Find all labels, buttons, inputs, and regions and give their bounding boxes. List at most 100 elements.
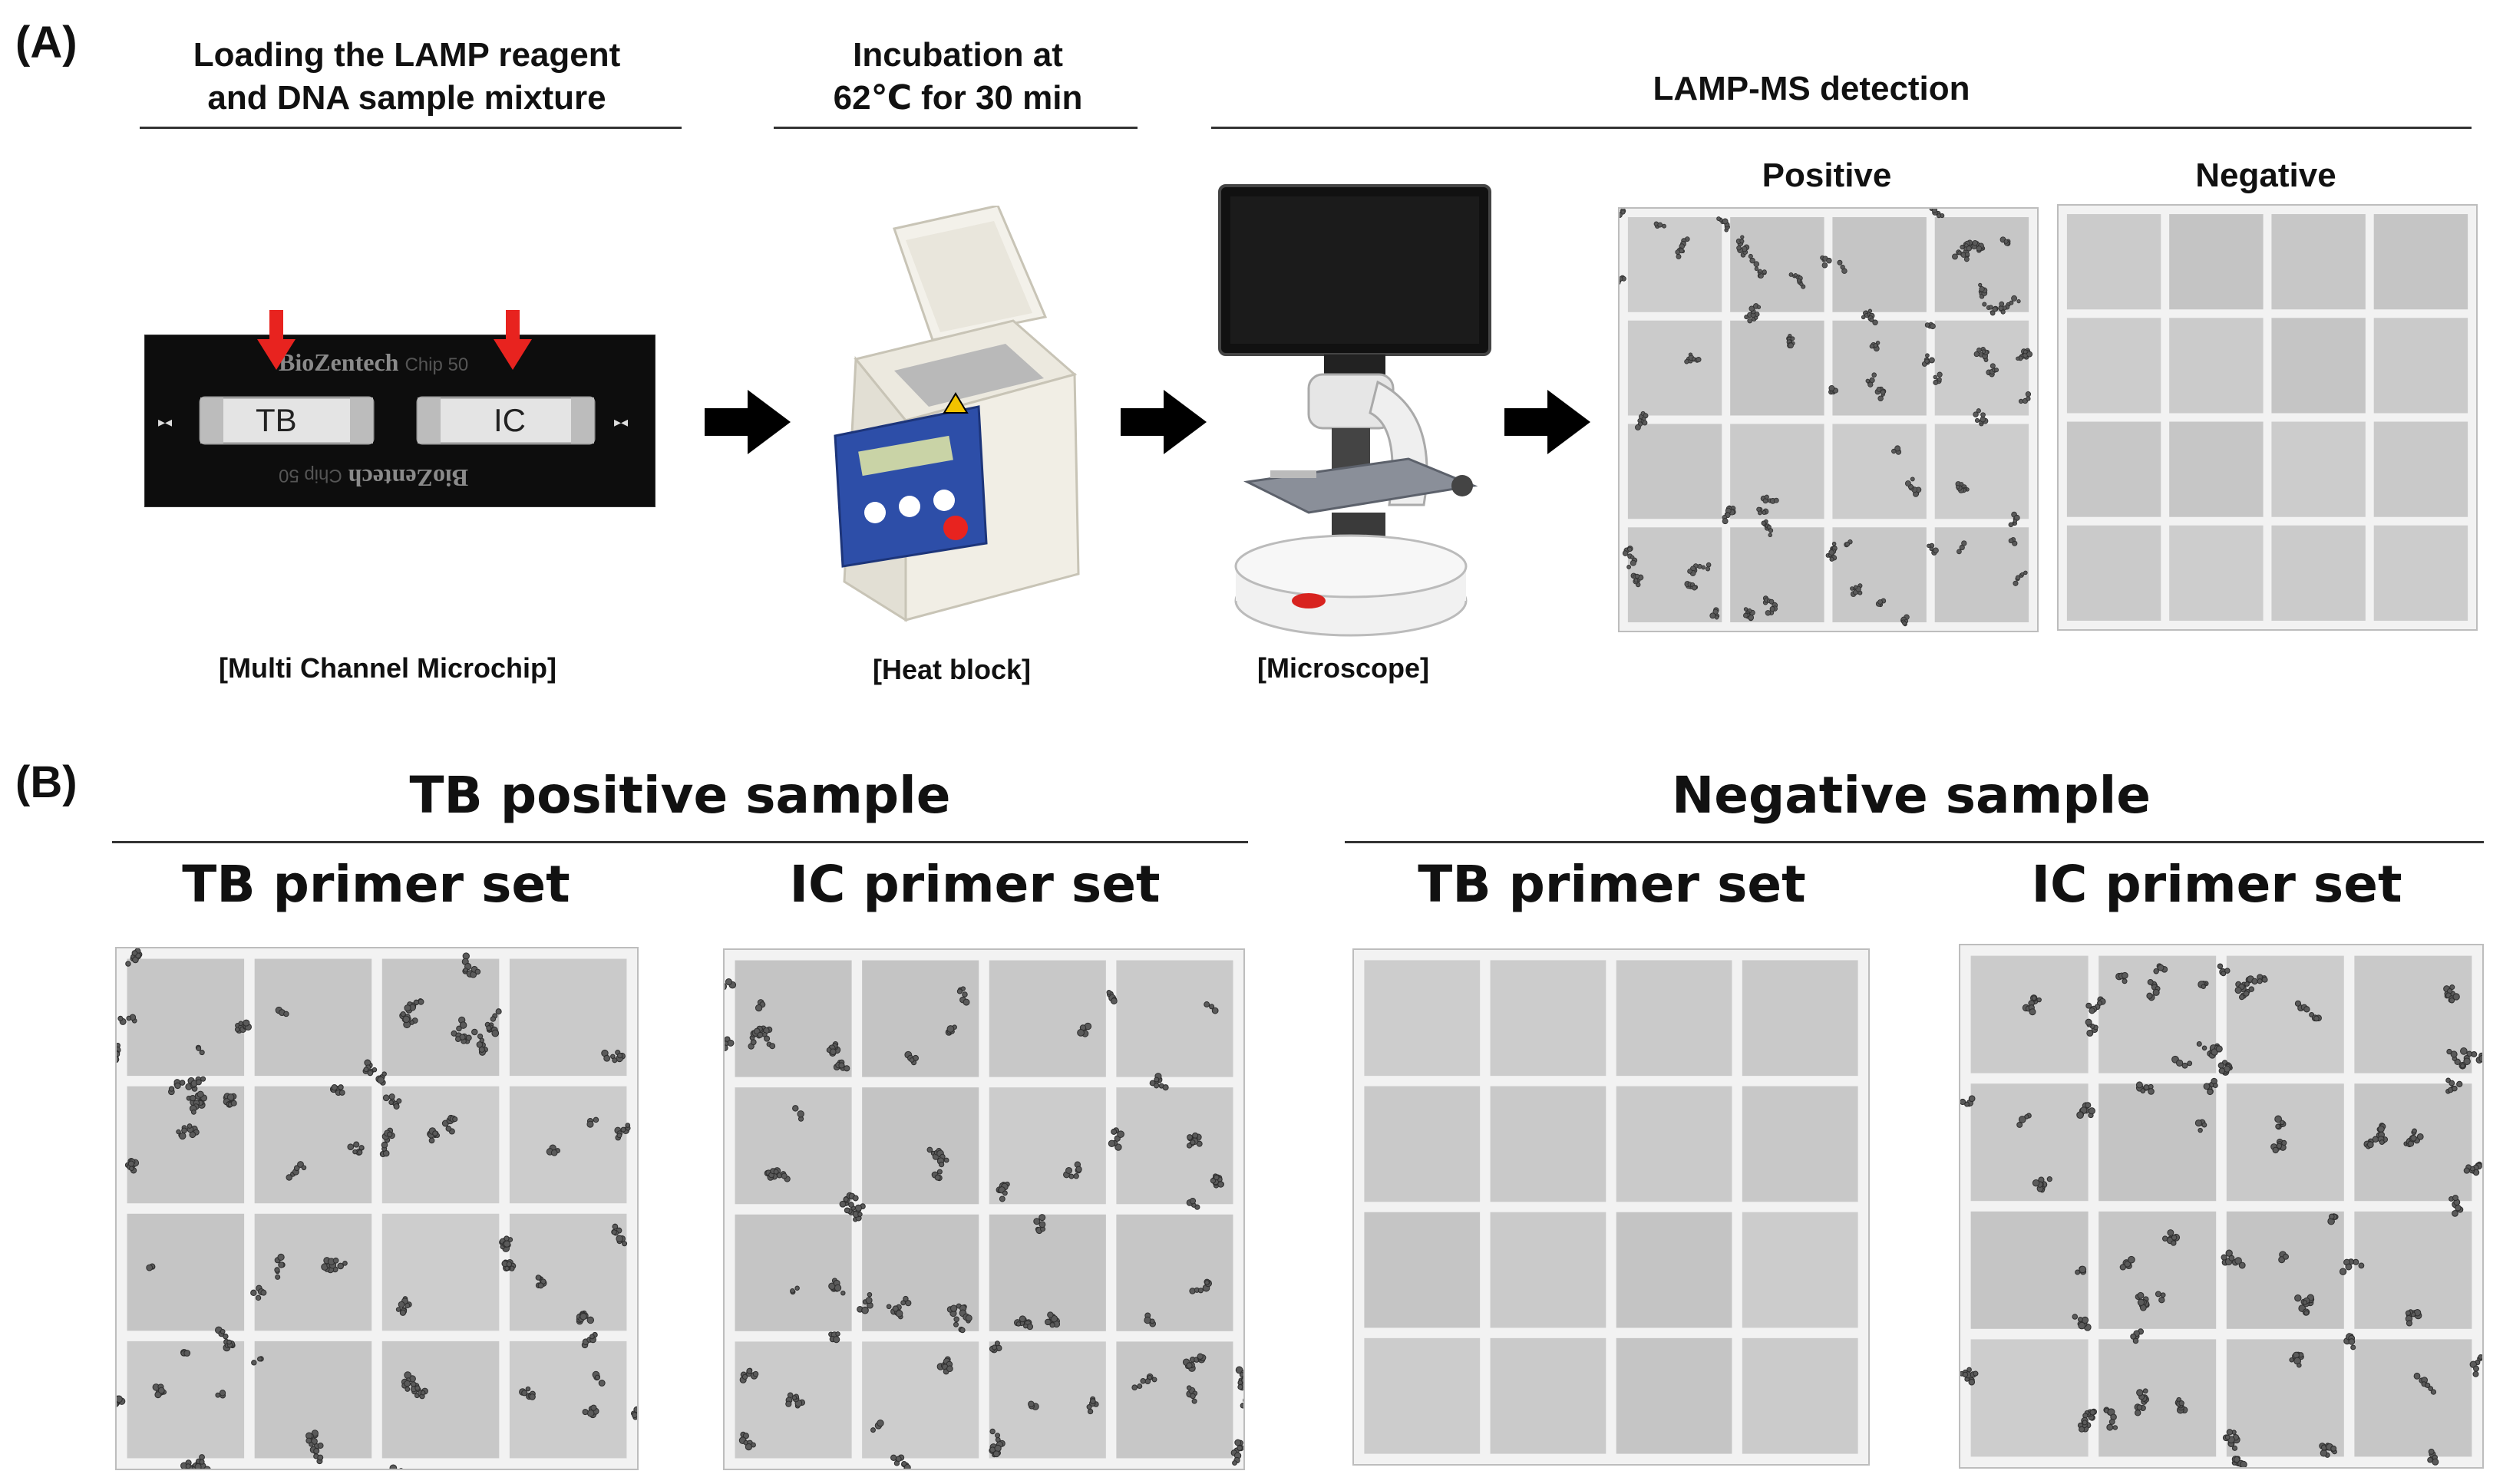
- chip-brand-text-mirrored: BioZentech: [348, 464, 469, 492]
- microsphere-dot: [309, 1442, 314, 1447]
- micro-well: [2354, 1211, 2472, 1329]
- microsphere-dot: [405, 1302, 411, 1308]
- microsphere-dot: [2207, 1088, 2214, 1096]
- detection-positive-label: Positive: [1762, 157, 1892, 194]
- micro-well: [1832, 424, 1927, 519]
- microsphere-dot: [746, 1367, 753, 1374]
- microsphere-dot: [2339, 1268, 2347, 1275]
- microsphere-dot: [1662, 223, 1666, 229]
- microsphere-dot: [1149, 1318, 1155, 1324]
- micro-well: [1627, 527, 1722, 622]
- microsphere-dot: [2274, 1115, 2283, 1123]
- microsphere-dot: [352, 1149, 358, 1155]
- microsphere-dot: [2086, 1029, 2094, 1037]
- microsphere-dot: [2036, 997, 2042, 1003]
- microsphere-dot: [2428, 1449, 2435, 1455]
- microsphere-dot: [389, 1464, 398, 1469]
- microsphere-dot: [1747, 318, 1753, 324]
- microsphere-dot: [1877, 395, 1884, 401]
- microsphere-dot: [943, 1157, 949, 1163]
- group-2-image-1-label: TB primer set: [1418, 855, 1806, 914]
- microsphere-dot: [2412, 1128, 2417, 1134]
- microsphere-dot: [1753, 261, 1760, 268]
- microsphere-dot: [491, 1029, 500, 1037]
- micro-well: [2354, 1339, 2472, 1457]
- microsphere-dot: [1761, 520, 1766, 526]
- microsphere-dot: [1706, 562, 1712, 568]
- microsphere-dot: [404, 1004, 411, 1012]
- microsphere-dot: [603, 1054, 611, 1062]
- micro-well: [1627, 424, 1722, 519]
- microsphere-dot: [2201, 1122, 2207, 1128]
- microsphere-dot: [2194, 1119, 2203, 1127]
- microsphere-dot: [1880, 389, 1886, 395]
- microsphere-dot: [1974, 417, 1980, 424]
- microsphere-dot: [934, 1174, 941, 1181]
- microsphere-dot: [187, 1123, 193, 1129]
- microsphere-dot: [131, 950, 138, 956]
- microsphere-dot: [586, 1410, 595, 1417]
- microsphere-dot: [396, 1098, 402, 1104]
- microsphere-dot: [2234, 1257, 2242, 1265]
- microsphere-dot: [792, 1105, 799, 1112]
- microsphere-dot: [353, 1141, 360, 1148]
- microsphere-dot: [1002, 1190, 1008, 1196]
- microsphere-dot: [2466, 1050, 2472, 1057]
- microsphere-dot: [1622, 550, 1629, 556]
- microsphere-dot: [459, 1021, 467, 1029]
- microsphere-dot: [1237, 1383, 1243, 1390]
- microsphere-dot: [2452, 1209, 2458, 1217]
- microsphere-dot: [1110, 998, 1118, 1004]
- micro-well: [1934, 424, 2029, 519]
- microsphere-dot: [991, 1344, 998, 1350]
- microsphere-dot: [2023, 570, 2028, 575]
- chip-brand-text: BioZentech: [279, 348, 399, 376]
- microsphere-dot: [2221, 1254, 2227, 1261]
- micro-well: [381, 958, 500, 1077]
- microsphere-dot: [1757, 510, 1762, 516]
- micro-well: [1116, 960, 1233, 1077]
- micro-well: [1970, 1211, 2089, 1329]
- micro-well: [1730, 424, 1824, 519]
- step-2-title-line2: 62℃ for 30 min: [833, 79, 1083, 117]
- microsphere-dot: [1962, 1371, 1969, 1378]
- microsphere-dot: [1162, 1084, 1169, 1091]
- microsphere-dot: [633, 1406, 637, 1413]
- microsphere-dot: [550, 1149, 558, 1156]
- microsphere-dot: [2026, 396, 2031, 401]
- microsphere-dot: [200, 1076, 206, 1082]
- microsphere-dot: [1933, 547, 1939, 554]
- microsphere-dot: [1722, 518, 1729, 525]
- microsphere-dot: [2136, 1389, 2144, 1397]
- microsphere-dot: [2410, 1134, 2417, 1142]
- micro-well: [862, 960, 979, 1077]
- micro-well: [2169, 421, 2264, 517]
- microsphere-dot: [2358, 1262, 2365, 1269]
- loading-arrow-icon: [494, 310, 532, 370]
- detection-negative-image: [2057, 204, 2478, 631]
- microsphere-dot: [2175, 1059, 2184, 1067]
- microsphere-dot: [1214, 1174, 1220, 1181]
- microsphere-dot: [2089, 1409, 2096, 1416]
- microsphere-dot: [1068, 1173, 1075, 1179]
- microsphere-dot: [405, 1386, 411, 1392]
- microsphere-dot: [1740, 235, 1745, 239]
- heat-block-image: [834, 206, 1080, 622]
- chip-brand-top: BioZentech Chip 50: [279, 348, 468, 377]
- microsphere-dot: [2452, 993, 2460, 1001]
- microsphere-dot: [1963, 256, 1970, 262]
- microsphere-dot: [1853, 585, 1858, 589]
- microsphere-dot: [196, 1090, 204, 1098]
- microsphere-dot: [616, 1235, 623, 1243]
- microsphere-dot: [2171, 1240, 2177, 1246]
- microsphere-dot: [181, 1127, 187, 1134]
- microsphere-dot: [791, 1395, 797, 1400]
- microsphere-dot: [938, 1161, 945, 1168]
- microsphere-dot: [2251, 978, 2258, 985]
- microsphere-dot: [2016, 1121, 2023, 1128]
- micro-well: [1364, 1086, 1481, 1202]
- microsphere-dot: [745, 1443, 753, 1451]
- micro-well: [509, 1213, 627, 1331]
- microsphere-dot: [1894, 445, 1901, 452]
- microsphere-dot: [750, 1039, 757, 1046]
